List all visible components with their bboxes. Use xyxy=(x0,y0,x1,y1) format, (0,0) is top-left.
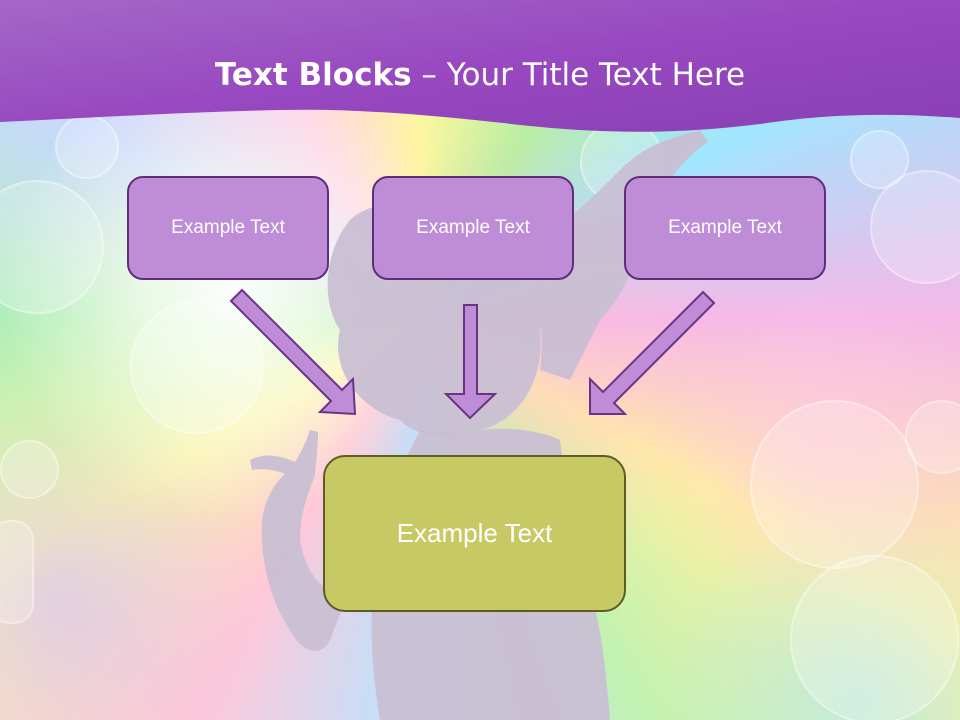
bokeh-circle xyxy=(0,520,34,624)
bokeh-circle xyxy=(0,180,104,314)
example-text-box-3[interactable]: Example Text xyxy=(624,176,826,280)
box-label: Example Text xyxy=(668,217,782,238)
bokeh-circle xyxy=(0,440,59,499)
bokeh-circle xyxy=(905,400,960,474)
arrow-left-icon xyxy=(229,288,357,416)
slide-title: Text Blocks – Your Title Text Here xyxy=(0,54,960,96)
bokeh-circle xyxy=(130,300,264,434)
title-regular-part: Your Title Text Here xyxy=(446,57,746,93)
title-bold-part: Text Blocks xyxy=(214,57,412,93)
title-separator: – xyxy=(411,57,447,93)
center-text-box[interactable]: Example Text xyxy=(323,455,626,612)
title-banner xyxy=(0,0,960,132)
example-text-box-1[interactable]: Example Text xyxy=(127,176,329,280)
center-box-label: Example Text xyxy=(396,518,553,548)
box-label: Example Text xyxy=(171,217,285,238)
arrow-down-icon xyxy=(443,304,498,420)
arrow-right-icon xyxy=(589,290,716,415)
example-text-box-2[interactable]: Example Text xyxy=(372,176,574,280)
box-label: Example Text xyxy=(416,217,530,238)
bokeh-circle xyxy=(790,555,959,720)
